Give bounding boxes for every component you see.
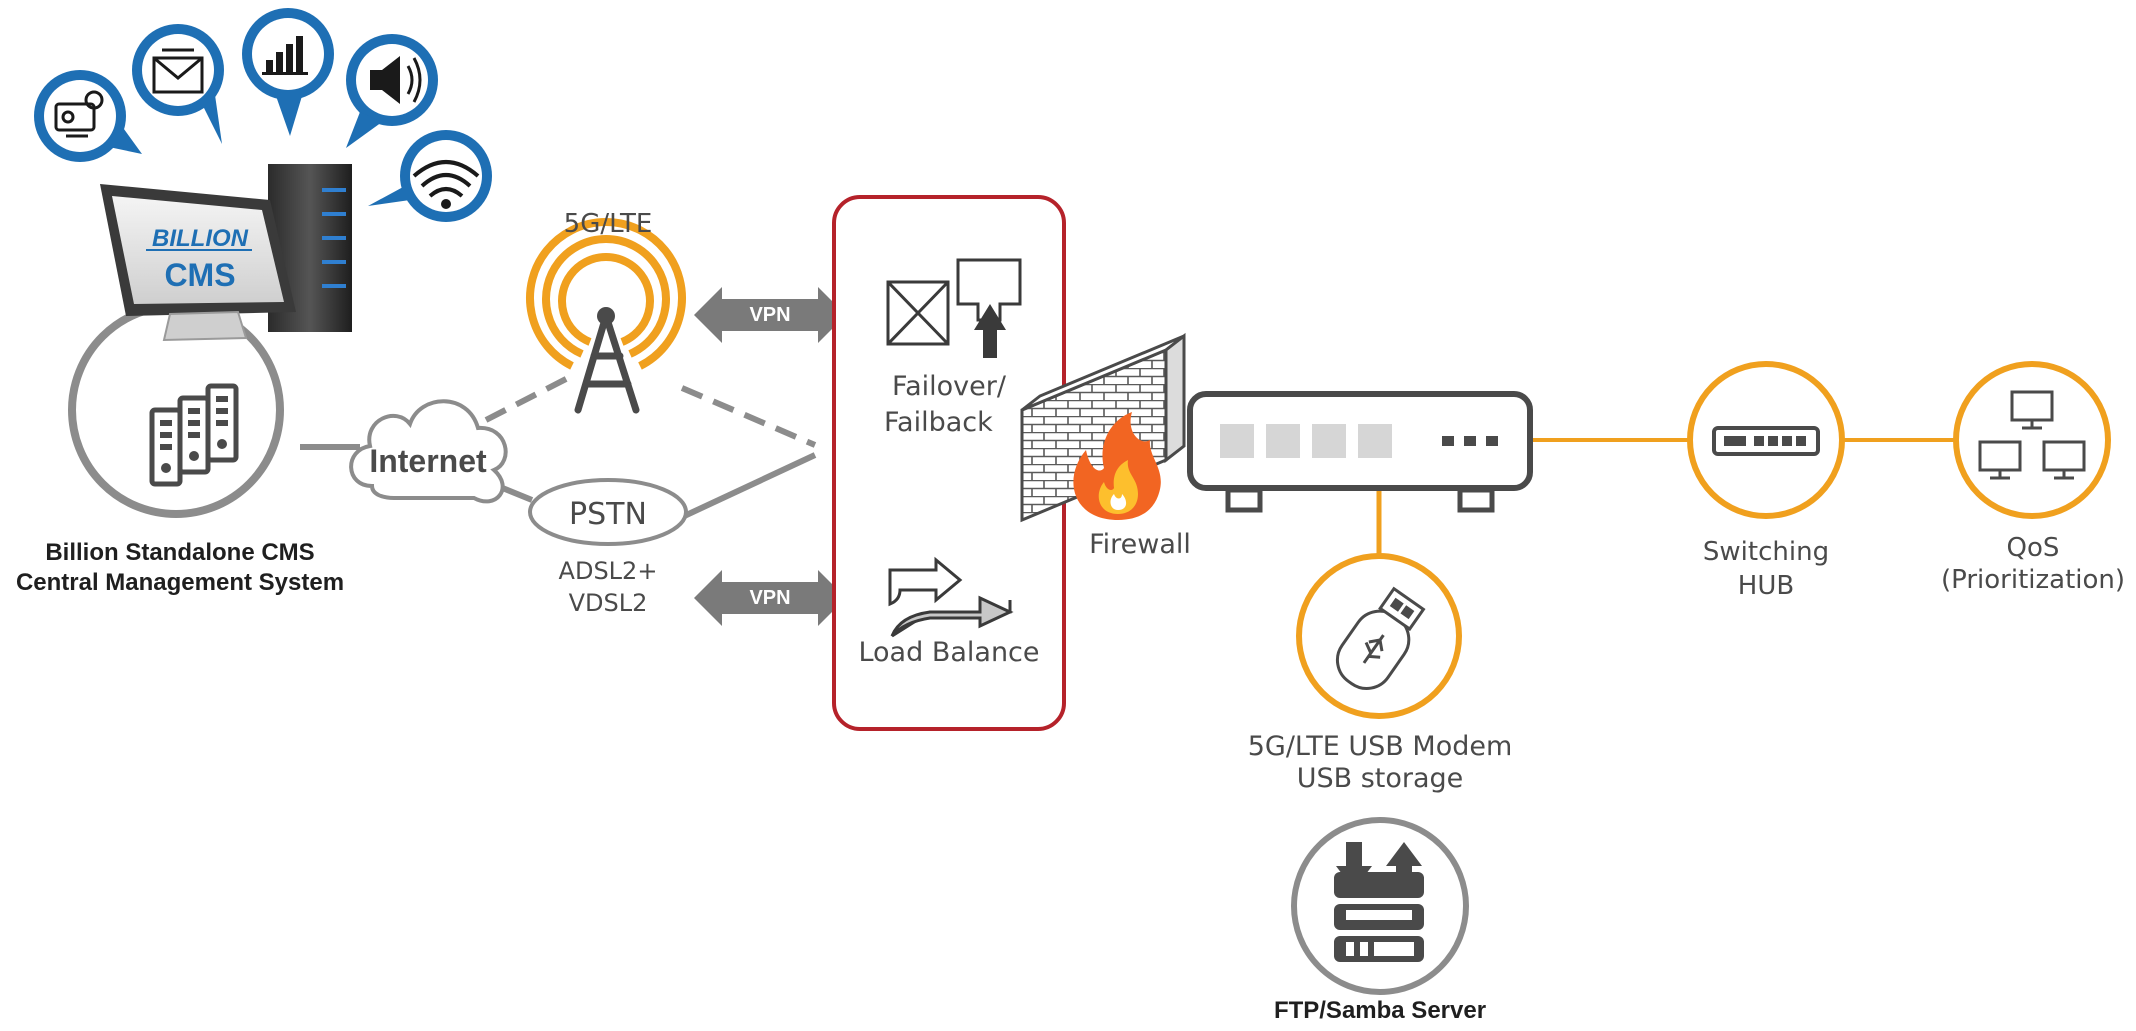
internet-label: Internet [369, 443, 487, 479]
bubble-monitor-settings [34, 70, 142, 162]
pstn-node: PSTN [528, 478, 688, 546]
bubble-wifi [368, 130, 492, 222]
wifi-icon [412, 160, 480, 209]
qos-label-line1: QoS [2006, 533, 2060, 563]
fire-icon [1073, 412, 1161, 520]
bubble-bar-chart [242, 8, 334, 136]
switch-label-line1: Switching [1702, 537, 1830, 567]
vpn-top-label: VPN Tunnel [737, 304, 803, 354]
gray-connections [300, 375, 817, 521]
failover-arrow [974, 304, 1006, 358]
orange-connections [1376, 438, 1955, 556]
internet-cloud: Internet [349, 399, 508, 504]
router-device [1187, 391, 1533, 513]
failover-label-line1: Failover/ [892, 371, 1006, 402]
pstn-sub-line1: ADSL2+ [558, 557, 658, 585]
vpn-tunnel-top [694, 287, 846, 343]
vpn-bottom-label: VPN Tunnel [737, 587, 803, 637]
failover-icon [886, 258, 1022, 346]
usb-stick-icon [1335, 586, 1426, 690]
firewall-wall [1020, 332, 1186, 523]
pstn-label: PSTN [569, 497, 647, 532]
computers-icon [1978, 390, 2086, 480]
cms-computer: BILLION CMS [100, 164, 352, 342]
failover-label-line2: Failback [884, 407, 993, 438]
cms-brand-text: BILLION [152, 225, 249, 252]
switch-icon [1712, 426, 1820, 456]
envelope-icon [152, 48, 204, 94]
qos-label-line2: (Prioritization) [1940, 565, 2126, 595]
cms-caption-line1: Billion Standalone CMS [45, 539, 315, 566]
switch-node [1687, 361, 1845, 519]
ftp-node [1291, 817, 1469, 995]
monitor-settings-icon [54, 90, 104, 138]
ftp-server-icon [1334, 842, 1424, 962]
cms-caption-line2: Central Management System [15, 569, 345, 596]
lte-label: 5G/LTE [563, 209, 653, 239]
bar-chart-icon [262, 36, 308, 75]
usb-label-line2: USB storage [1296, 763, 1464, 794]
cms-product-text: CMS [164, 257, 235, 293]
bubble-envelope [132, 24, 224, 144]
load-balance-label: Load Balance [858, 637, 1040, 668]
usb-label-line1: 5G/LTE USB Modem [1247, 731, 1513, 762]
switch-label-line2: HUB [1737, 571, 1795, 601]
load-balance-icon [888, 556, 1014, 638]
vpn-tunnel-bottom [694, 570, 846, 626]
qos-node [1953, 361, 2111, 519]
usb-node [1296, 553, 1462, 719]
megaphone-icon [370, 56, 422, 104]
bubble-megaphone [346, 34, 438, 148]
lte-tower [526, 218, 686, 414]
ftp-label: FTP/Samba Server [1273, 997, 1487, 1024]
tower-icon [574, 312, 640, 414]
firewall-label: Firewall [1089, 529, 1191, 560]
pstn-sub-line2: VDSL2 [568, 589, 648, 617]
